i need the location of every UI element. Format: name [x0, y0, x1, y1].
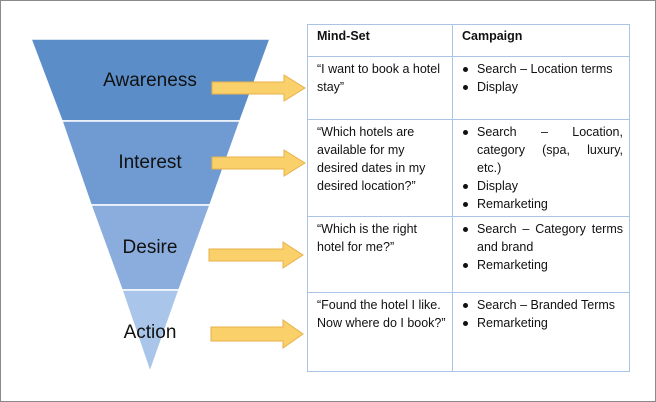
campaign-item: Search – Branded Terms — [462, 296, 623, 314]
campaign-cell: Search – Location terms Display — [452, 56, 630, 120]
arrow-awareness-icon — [211, 74, 306, 102]
mindset-cell: “Which is the right hotel for me?” — [307, 216, 453, 293]
campaign-list: Search – Location terms Display — [462, 60, 623, 96]
stage-label-interest: Interest — [118, 152, 182, 173]
campaign-list: Search – Branded Terms Remarketing — [462, 296, 623, 332]
table-row: “Which is the right hotel for me?” Searc… — [307, 216, 630, 293]
campaign-list: Search – Category terms and brand Remark… — [462, 220, 623, 274]
campaign-cell: Search – Location, category (spa, luxury… — [452, 119, 630, 217]
campaign-item: Search – Category terms and brand — [462, 220, 623, 256]
campaign-list: Search – Location, category (spa, luxury… — [462, 123, 623, 213]
campaign-item: Display — [462, 177, 623, 195]
campaign-item: Remarketing — [462, 256, 623, 274]
campaign-item: Remarketing — [462, 195, 623, 213]
campaign-cell: Search – Branded Terms Remarketing — [452, 292, 630, 372]
arrow-desire-icon — [208, 241, 304, 269]
campaign-item: Remarketing — [462, 314, 623, 332]
table-header-row: Mind-Set Campaign — [307, 24, 630, 57]
table-row: “I want to book a hotel stay” Search – L… — [307, 56, 630, 120]
stage-label-awareness: Awareness — [103, 70, 197, 91]
campaign-item: Search – Location terms — [462, 60, 623, 78]
stage-label-action: Action — [124, 322, 177, 343]
stage-label-desire: Desire — [123, 237, 178, 258]
mindset-cell: “I want to book a hotel stay” — [307, 56, 453, 120]
header-campaign: Campaign — [452, 24, 630, 57]
funnel-segment-action — [120, 289, 181, 375]
table-row: “Found the hotel I like. Now where do I … — [307, 292, 630, 372]
campaign-item: Search – Location, category (spa, luxury… — [462, 123, 623, 177]
mindset-campaign-table: Mind-Set Campaign “I want to book a hote… — [307, 24, 630, 372]
mindset-cell: “Found the hotel I like. Now where do I … — [307, 292, 453, 372]
arrow-interest-icon — [211, 149, 306, 177]
campaign-item: Display — [462, 78, 623, 96]
campaign-cell: Search – Category terms and brand Remark… — [452, 216, 630, 293]
table-row: “Which hotels are available for my desir… — [307, 119, 630, 217]
mindset-cell: “Which hotels are available for my desir… — [307, 119, 453, 217]
header-mindset: Mind-Set — [307, 24, 453, 57]
arrow-action-icon — [210, 319, 304, 349]
